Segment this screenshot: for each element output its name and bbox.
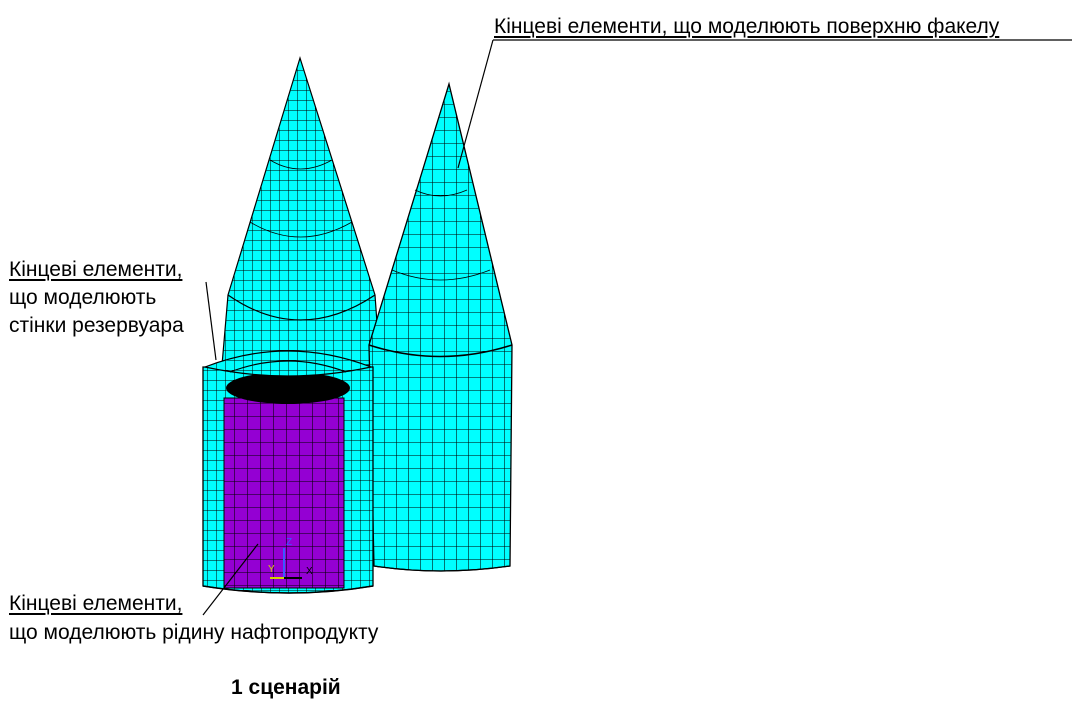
leader-lines (202, 39, 1072, 616)
label-flame-surface: Кінцеві елементи, що моделюють поверхню … (494, 15, 1000, 38)
label-liquid-line1: Кінцеві елементи, (9, 592, 183, 615)
axis-triad: Z Y X (268, 537, 313, 579)
label-walls-line3: стінки резервуара (9, 314, 184, 337)
figure-caption: 1 сценарій (231, 676, 341, 699)
label-walls-line2: що моделюють (9, 286, 157, 309)
tank-roof-opening (226, 372, 350, 404)
axis-y-label: Y (268, 564, 275, 575)
label-liquid-line2: що моделюють рідину нафтопродукту (9, 621, 379, 644)
label-walls-line1: Кінцеві елементи, (9, 258, 183, 281)
right-flame (368, 81, 513, 572)
tank (202, 350, 374, 594)
axis-z-label: Z (286, 537, 292, 548)
axis-x-label: X (306, 566, 313, 577)
left-flame-cone (221, 55, 381, 366)
